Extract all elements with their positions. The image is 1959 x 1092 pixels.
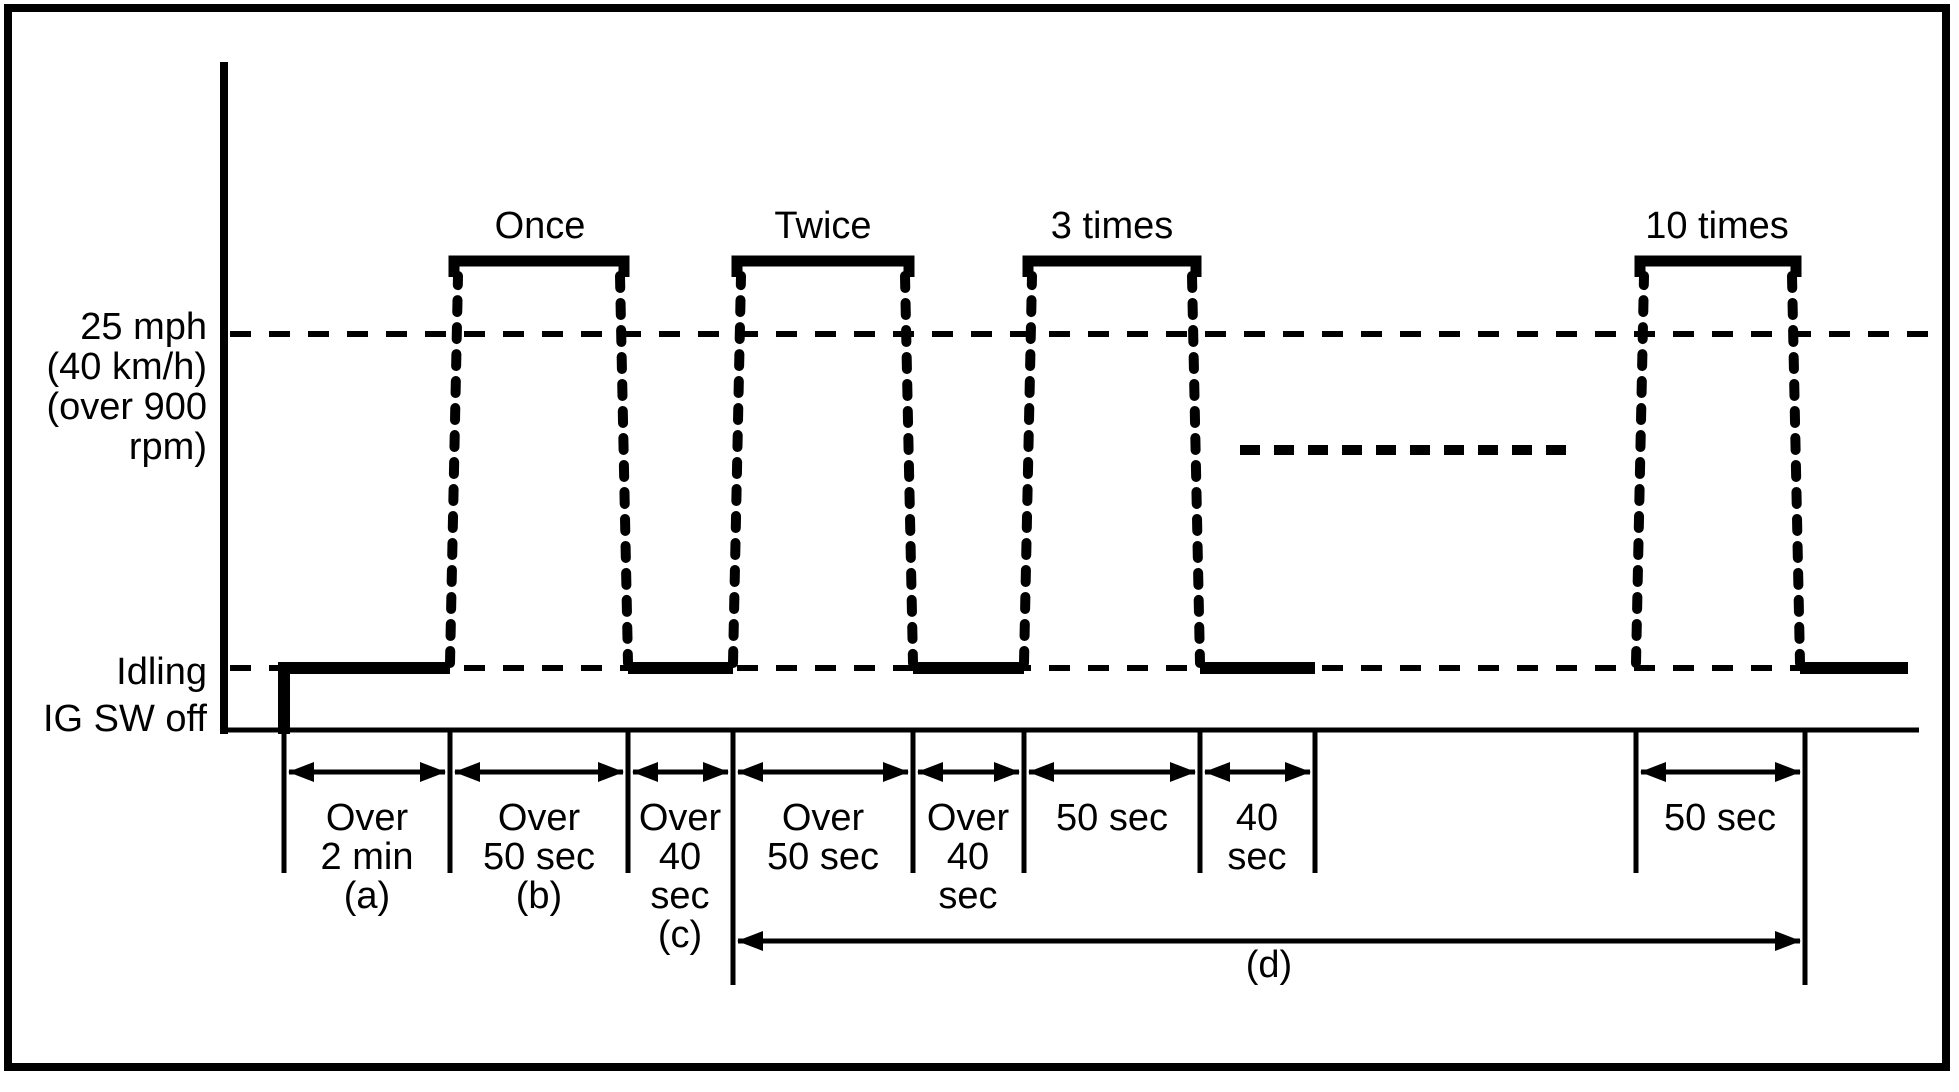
ig-sw-off-label: IG SW off bbox=[43, 698, 207, 740]
interval-40sec-line2: sec bbox=[1227, 836, 1286, 878]
y-axis-labels: 25 mph (40 km/h) (over 900 rpm) Idling I… bbox=[43, 306, 207, 740]
pulse-ramps bbox=[445, 271, 1805, 668]
pulse4-bracket bbox=[1634, 255, 1802, 277]
idling-label: Idling bbox=[116, 651, 207, 693]
pulse2-rise bbox=[728, 271, 746, 668]
interval-a-line2: 2 min bbox=[321, 836, 414, 878]
speed-trace bbox=[278, 662, 1908, 734]
interval-b-line2: 50 sec bbox=[483, 836, 595, 878]
dimension-arrows bbox=[288, 762, 1801, 951]
interval-over40-line1: Over bbox=[927, 797, 1010, 839]
interval-c-line3: sec bbox=[650, 875, 709, 917]
speed-label-line1: 25 mph bbox=[80, 306, 207, 348]
pulse-count-labels: Once Twice 3 times 10 times bbox=[495, 205, 1789, 247]
interval-c-line1: Over bbox=[639, 797, 722, 839]
pulse-label-3times: 3 times bbox=[1051, 205, 1173, 247]
interval-d-label: (d) bbox=[1246, 944, 1292, 986]
pulse-label-twice: Twice bbox=[774, 205, 871, 247]
interval-50sec-label: 50 sec bbox=[1056, 797, 1168, 839]
pulse-label-once: Once bbox=[495, 205, 586, 247]
interval-a-line3: (a) bbox=[344, 875, 390, 917]
axes bbox=[220, 62, 1919, 734]
pulse1-bracket bbox=[448, 255, 630, 277]
interval-labels: Over 2 min (a) Over 50 sec (b) Over 40 s… bbox=[321, 797, 1776, 986]
speed-label-line4: rpm) bbox=[129, 426, 207, 468]
pulse3-rise bbox=[1019, 271, 1037, 668]
interval-a-line1: Over bbox=[326, 797, 409, 839]
pulse4-fall bbox=[1787, 271, 1805, 668]
interval-over40-line3: sec bbox=[938, 875, 997, 917]
interval-b-line1: Over bbox=[498, 797, 581, 839]
speed-label-line3: (over 900 bbox=[46, 386, 207, 428]
interval-b-line3: (b) bbox=[516, 875, 562, 917]
outer-border bbox=[4, 4, 1950, 1071]
reference-lines bbox=[230, 331, 1941, 671]
pulse3-bracket bbox=[1022, 255, 1202, 277]
interval-40sec-line1: 40 bbox=[1236, 797, 1278, 839]
pulse-label-10times: 10 times bbox=[1645, 205, 1789, 247]
pulse2-fall bbox=[900, 271, 918, 668]
speed-label-line2: (40 km/h) bbox=[47, 346, 207, 388]
trace-start-rise bbox=[278, 662, 450, 734]
pulse3-fall bbox=[1187, 271, 1205, 668]
interval-over40-line2: 40 bbox=[947, 836, 989, 878]
pulse4-rise bbox=[1631, 271, 1649, 668]
pulse1-fall bbox=[615, 271, 633, 668]
interval-c-line2: 40 bbox=[659, 836, 701, 878]
dimension-ticks bbox=[281, 730, 1808, 985]
interval-over50-line1: Over bbox=[782, 797, 865, 839]
interval-c-line4: (c) bbox=[658, 914, 702, 956]
interval-over50-line2: 50 sec bbox=[767, 836, 879, 878]
pulse2-bracket bbox=[731, 255, 915, 277]
pulse-count-brackets bbox=[448, 255, 1802, 277]
interval-last50sec-label: 50 sec bbox=[1664, 797, 1776, 839]
pulse1-rise bbox=[445, 271, 463, 668]
